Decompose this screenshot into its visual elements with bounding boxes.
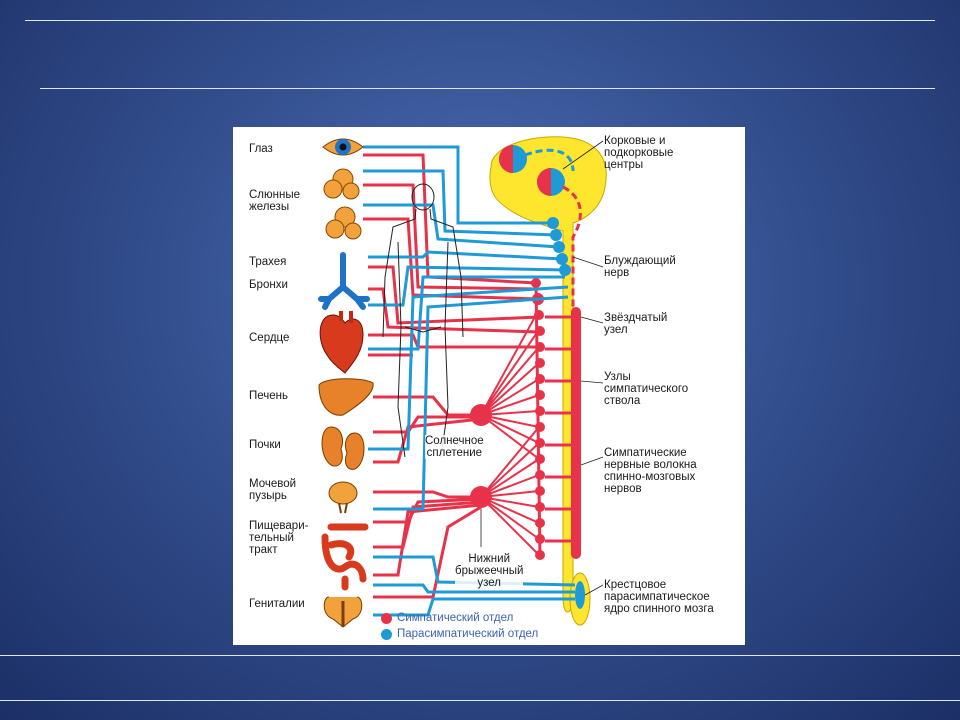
cortical-center-2 [537,168,565,196]
label-sacral-nucleus: Крестцовое парасимпатическое ядро спинно… [604,579,714,615]
organ-label-eye: Глаз [249,143,273,155]
label-solar-plexus: Солнечное сплетение [425,435,484,459]
legend-sympathetic-dot [381,613,392,624]
label-cortical-centers: Корковые и подкорковые центры [604,135,674,171]
organ-label-genitals: Гениталии [249,598,305,610]
parasympathetic-nerves [363,145,576,617]
salivary-gland-icon [323,168,362,240]
second-rule [40,88,935,89]
organ-label-trachea: Трахея [249,256,287,268]
annotation-leaders [480,140,604,596]
diagram-canvas [318,136,607,628]
organ-label-heart: Сердце [249,332,290,344]
spinal-sympathetic-column [571,307,581,559]
organ-label-digestive: Пищевари- тельный тракт [249,520,309,556]
legend-sympathetic-text: Симпатический отдел [397,612,514,624]
label-stellate-ganglion: Звёздчатый узел [604,312,668,336]
label-sympathetic-fibers: Симпатические нервные волокна спинно-моз… [604,447,697,495]
organ-label-bronchi: Бронхи [249,279,288,291]
liver-icon [318,378,374,416]
kidneys-icon [321,426,365,470]
legend-parasympathetic-dot [381,629,392,640]
bottom-rule-1 [0,655,960,656]
label-inferior-mesenteric: Нижний брыжеечный узел [455,553,524,589]
digestive-tract-icon [321,523,369,591]
cortical-center-1 [499,145,527,173]
parasympathetic-dashed-path [524,148,575,172]
bladder-icon [328,481,358,514]
legend-parasympathetic-text: Парасимпатический отдел [397,628,539,640]
organ-label-liver: Печень [249,390,289,402]
genitals-icon [323,596,363,628]
sympathetic-nerves [363,153,540,599]
trachea-bronchi-icon [318,252,370,310]
heart-icon [319,311,364,374]
label-sympathetic-trunk: Узлы симпатического ствола [604,371,689,407]
sacral-parasympathetic-nucleus [575,581,585,609]
organ-label-bladder: Мочевой пузырь [249,478,297,502]
eye-icon [322,138,364,156]
organ-label-kidneys: Почки [249,439,281,451]
bottom-rule-2 [0,700,960,701]
organ-label-salivary: Слюнные железы [249,189,301,213]
top-rule [25,20,935,21]
autonomic-nervous-system-diagram: Глаз Слюнные железы Трахея Бронхи Сердце… [233,127,745,645]
label-vagus-nerve: Блуждающий нерв [604,255,676,279]
human-body-outline [382,183,464,458]
brain-shape [489,136,607,613]
trunk-to-cord-links [534,282,573,558]
sympathetic-dashed-path [562,185,582,307]
